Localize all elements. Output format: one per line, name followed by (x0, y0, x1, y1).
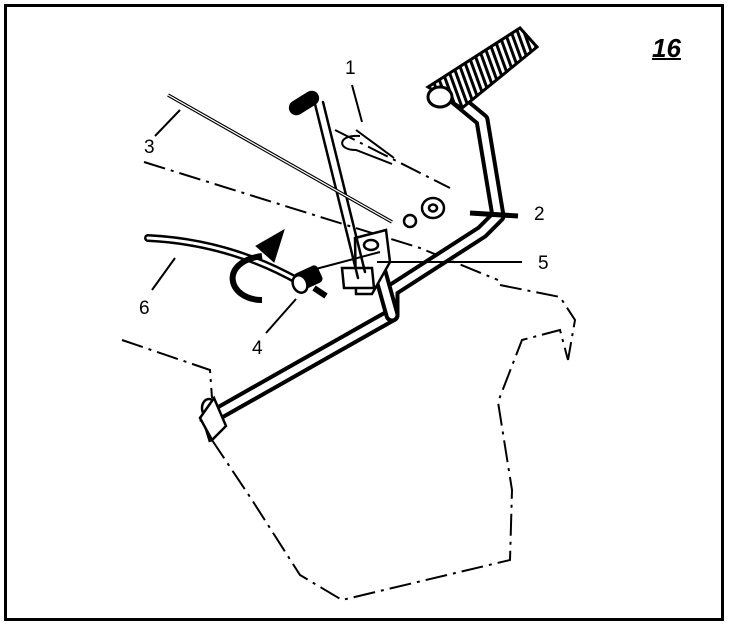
leader-lines (151, 84, 522, 334)
housing-outline (121, 129, 577, 602)
callout-5: 5 (538, 253, 549, 274)
callout-6: 6 (139, 298, 150, 319)
cotter-pin-1 (341, 129, 395, 165)
callout-3: 3 (144, 137, 155, 158)
figure-frame (4, 4, 724, 621)
washer-2 (402, 196, 446, 229)
callout-2: 2 (534, 204, 545, 225)
callout-4: 4 (252, 338, 263, 359)
callout-1: 1 (345, 58, 356, 79)
cable-6 (144, 234, 304, 286)
rotation-arrow (229, 228, 285, 303)
handle-grip (425, 26, 540, 110)
hinge-pin (198, 395, 228, 443)
cable-3 (167, 93, 393, 224)
link-wire (311, 251, 381, 271)
adjuster-knob (291, 265, 328, 299)
pivot-bracket (340, 228, 392, 296)
figure-number: 16 (652, 33, 681, 63)
